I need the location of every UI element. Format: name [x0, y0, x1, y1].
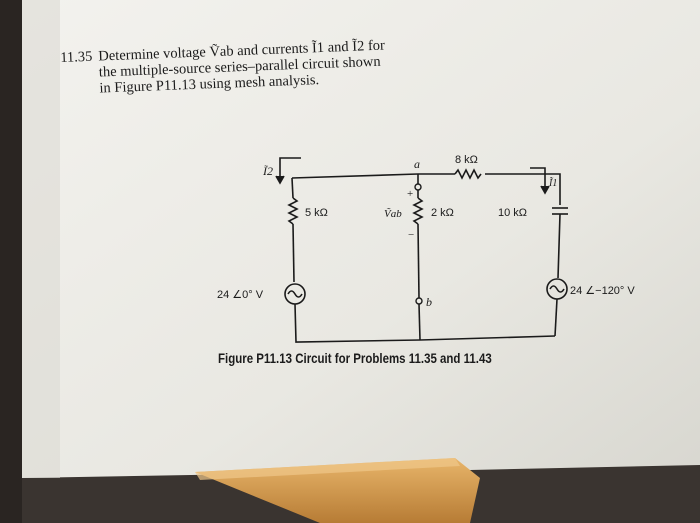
- label-c-10k: 10 kΩ: [498, 207, 527, 219]
- label-vab: Ṽab: [384, 208, 402, 220]
- mid-wire-bottom: [417, 223, 420, 299]
- page-shade: [22, 0, 60, 478]
- label-r-2k: 2 kΩ: [431, 207, 454, 219]
- label-i2: Ĩ2: [262, 164, 273, 178]
- resistor-5k: [287, 197, 299, 225]
- i1-arrow: [530, 167, 546, 192]
- label-src-left: 24 ∠0° V: [217, 289, 264, 301]
- label-r-5k: 5 kΩ: [305, 207, 328, 219]
- label-r-8k: 8 kΩ: [455, 154, 478, 166]
- figure-caption: Figure P11.13 Circuit for Problems 11.35…: [218, 350, 492, 366]
- left-wire-top: [291, 177, 294, 199]
- left-wire-mid: [292, 223, 295, 283]
- label-plus: +: [407, 188, 413, 200]
- label-node-b: b: [426, 295, 432, 309]
- resistor-2k: [412, 197, 424, 225]
- label-src-right: 24 ∠−120° V: [570, 285, 635, 297]
- mid-wire-b: [418, 303, 421, 341]
- right-wire: [557, 213, 561, 279]
- node-a: [414, 183, 422, 191]
- problem-number: 11.35: [60, 48, 93, 66]
- top-wire-right: [485, 173, 561, 205]
- label-node-a: a: [414, 157, 420, 171]
- left-shadow: [0, 0, 22, 523]
- label-minus: −: [408, 229, 414, 241]
- left-wire-bottom: [294, 303, 556, 343]
- book-page: [22, 0, 700, 478]
- right-wire-bottom: [554, 298, 558, 337]
- i2-arrowhead: [275, 175, 285, 185]
- node-b: [415, 297, 423, 305]
- i2-arrow: [279, 157, 301, 182]
- i1-arrowhead: [540, 185, 550, 195]
- source-left-wave: [287, 290, 303, 298]
- pencil-edge: [195, 458, 460, 480]
- label-i1: Ĩ1: [548, 177, 557, 189]
- source-right-wave: [549, 285, 565, 293]
- resistor-8k: [454, 168, 482, 180]
- circuit: [275, 157, 568, 343]
